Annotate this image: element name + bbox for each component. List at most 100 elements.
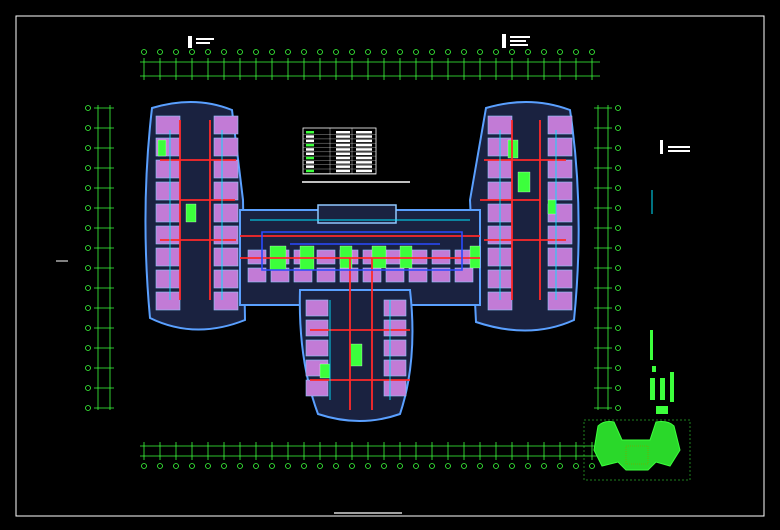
room — [408, 267, 428, 283]
duct — [310, 329, 410, 381]
room — [454, 267, 474, 283]
legend-symbol — [306, 143, 314, 147]
grid-bubble — [85, 305, 91, 311]
duct — [240, 235, 480, 259]
sheet-frame — [15, 15, 765, 517]
legend-symbol — [306, 156, 314, 160]
legend-desc — [356, 131, 372, 134]
grid-bubble — [269, 49, 275, 55]
grid-bubble — [141, 463, 147, 469]
grid-bubble — [445, 49, 451, 55]
grid-bubble — [429, 49, 435, 55]
grid-bubble — [205, 49, 211, 55]
grid-bubble — [85, 225, 91, 231]
grid-bubble — [237, 463, 243, 469]
legend-symbol — [306, 131, 314, 134]
room — [155, 225, 181, 245]
grid-bubble — [85, 145, 91, 151]
grid-bubble — [477, 463, 483, 469]
room — [316, 249, 336, 265]
equipment-block — [319, 363, 331, 379]
grid-bubble — [253, 463, 259, 469]
room — [213, 247, 239, 267]
right-dimension-chain — [594, 105, 621, 411]
room — [213, 203, 239, 223]
room — [155, 115, 181, 135]
grid-bubble — [173, 49, 179, 55]
equipment-block — [399, 245, 413, 269]
room — [383, 339, 407, 357]
grid-bubble — [221, 463, 227, 469]
equipment-block — [517, 171, 531, 193]
grid-bubble — [285, 49, 291, 55]
room — [155, 203, 181, 223]
grid-bubble — [477, 49, 483, 55]
room — [547, 291, 573, 311]
room — [547, 137, 573, 157]
legend-desc — [336, 143, 350, 147]
legend-desc — [356, 165, 372, 168]
grid-bubble — [525, 463, 531, 469]
grid-bubble — [157, 463, 163, 469]
grid-bubble — [397, 49, 403, 55]
grid-bubble — [365, 463, 371, 469]
room — [547, 269, 573, 289]
legend-desc — [356, 143, 372, 147]
grid-bubble — [615, 305, 621, 311]
room — [155, 269, 181, 289]
grid-bubble — [173, 463, 179, 469]
equipment-block — [349, 343, 363, 367]
legend-symbol — [306, 139, 314, 143]
grid-bubble — [589, 49, 595, 55]
legend-desc — [356, 148, 372, 151]
equipment-block — [371, 245, 387, 269]
room — [213, 269, 239, 289]
grid-bubble — [615, 405, 621, 411]
grid-bubble — [301, 49, 307, 55]
room — [305, 339, 329, 357]
equipment-block — [339, 245, 353, 269]
room — [547, 181, 573, 201]
grid-bubble — [85, 265, 91, 271]
room — [305, 299, 329, 317]
legend-desc — [356, 161, 372, 164]
legend-desc — [356, 156, 372, 160]
blue-pipe-loop — [261, 231, 463, 271]
room — [305, 379, 329, 397]
grid-bubble — [85, 125, 91, 131]
grid-bubble — [429, 463, 435, 469]
left-dimension-chain — [85, 105, 114, 411]
side-note-right — [651, 140, 690, 214]
duct — [160, 159, 566, 241]
duct — [179, 120, 235, 300]
grid-bubble — [237, 49, 243, 55]
room — [547, 247, 573, 267]
grid-bubble — [85, 245, 91, 251]
legend-symbol — [306, 165, 314, 168]
duct — [349, 258, 373, 410]
grid-bubble — [253, 49, 259, 55]
legend-desc — [336, 156, 350, 160]
room — [155, 291, 181, 311]
legend-desc — [356, 139, 372, 143]
grid-bubble — [615, 125, 621, 131]
grid-bubble — [85, 205, 91, 211]
legend-desc — [336, 131, 350, 134]
room — [547, 159, 573, 179]
room — [155, 159, 181, 179]
grid-bubble — [461, 463, 467, 469]
grid-bubble — [615, 245, 621, 251]
legend-symbol — [306, 135, 314, 138]
room — [547, 115, 573, 135]
room — [155, 247, 181, 267]
top-dimension-chain — [140, 49, 600, 80]
legend-desc — [356, 152, 372, 155]
grid-bubble — [615, 265, 621, 271]
legend-desc — [336, 152, 350, 155]
grid-bubble — [573, 49, 579, 55]
room — [383, 299, 407, 317]
room — [155, 181, 181, 201]
top-note-right — [502, 34, 530, 48]
room — [305, 319, 329, 337]
